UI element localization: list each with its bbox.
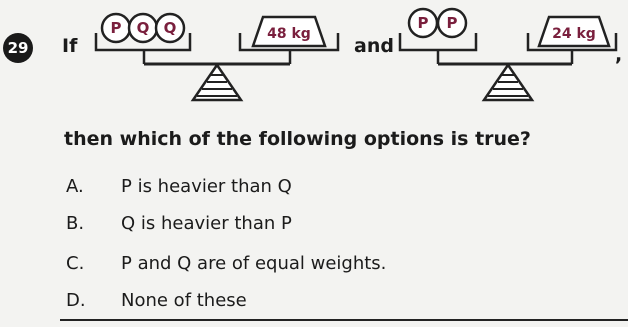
weight-block-24kg: 24 kg (537, 15, 611, 48)
question-number: 29 (7, 39, 29, 57)
option-letter: A. (66, 176, 84, 197)
weight-block-48kg: 48 kg (251, 15, 327, 48)
option-text: P is heavier than Q (121, 176, 292, 197)
option-text: Q is heavier than P (121, 213, 292, 234)
question-prompt: then which of the following options is t… (64, 128, 531, 150)
weight-circle-p: P (407, 7, 439, 39)
svg-text:P: P (447, 14, 458, 32)
weight-circle-p: P (436, 7, 468, 39)
bottom-rule (60, 319, 628, 321)
fulcrum-icon (481, 62, 535, 102)
comma: , (615, 44, 623, 66)
option-text: None of these (121, 290, 247, 311)
balance-scale-1: P Q Q 48 kg (94, 12, 340, 102)
svg-text:P: P (418, 14, 429, 32)
svg-text:Q: Q (137, 19, 150, 37)
svg-text:P: P (111, 19, 122, 37)
svg-text:48 kg: 48 kg (267, 26, 311, 42)
if-word: If (62, 35, 78, 57)
and-word: and (354, 35, 394, 57)
weight-circle-q: Q (154, 12, 186, 44)
weight-circle-q: Q (127, 12, 159, 44)
question-number-badge: 29 (3, 33, 33, 63)
svg-text:24 kg: 24 kg (552, 26, 596, 42)
option-text: P and Q are of equal weights. (121, 253, 387, 274)
weight-circle-p: P (100, 12, 132, 44)
option-letter: B. (66, 213, 85, 234)
svg-text:Q: Q (164, 19, 177, 37)
fulcrum-icon (190, 62, 244, 102)
option-letter: C. (66, 253, 85, 274)
balance-scale-2: P P 24 kg (398, 7, 618, 102)
option-letter: D. (66, 290, 86, 311)
